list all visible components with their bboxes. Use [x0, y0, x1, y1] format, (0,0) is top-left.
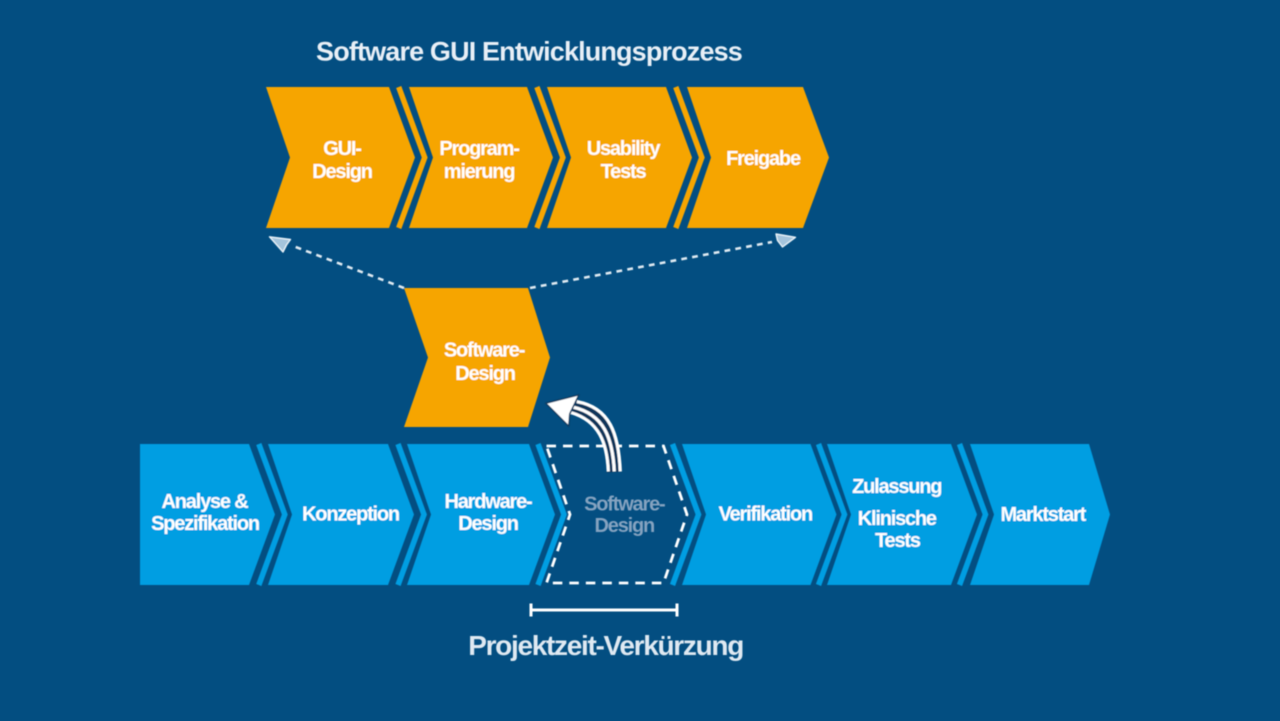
- svg-text:Hardware-: Hardware-: [444, 491, 532, 513]
- svg-text:Software-: Software-: [444, 340, 525, 362]
- svg-text:Design: Design: [312, 161, 371, 183]
- svg-text:Usability: Usability: [587, 138, 662, 160]
- svg-text:Analyse &: Analyse &: [162, 491, 249, 513]
- svg-text:Verifikation: Verifikation: [719, 504, 812, 526]
- svg-text:Design: Design: [458, 513, 517, 535]
- svg-text:Program-: Program-: [439, 138, 519, 160]
- svg-text:mierung: mierung: [444, 161, 515, 183]
- svg-text:Konzeption: Konzeption: [302, 504, 399, 526]
- svg-text:Klinische: Klinische: [858, 508, 937, 530]
- svg-text:Software GUI Entwicklungsproze: Software GUI Entwicklungsprozess: [316, 37, 742, 67]
- svg-text:Projektzeit-Verkürzung: Projektzeit-Verkürzung: [468, 630, 743, 661]
- svg-text:Software-: Software-: [584, 494, 665, 516]
- svg-text:Design: Design: [455, 363, 514, 385]
- svg-text:Design: Design: [595, 515, 654, 537]
- svg-text:GUI-: GUI-: [323, 138, 361, 160]
- svg-text:Marktstart: Marktstart: [1000, 504, 1086, 526]
- svg-text:Tests: Tests: [875, 530, 921, 552]
- svg-text:Tests: Tests: [601, 161, 647, 183]
- svg-text:Zulassung: Zulassung: [852, 476, 941, 498]
- svg-text:Spezifikation: Spezifikation: [151, 513, 259, 535]
- svg-text:Freigabe: Freigabe: [726, 148, 801, 170]
